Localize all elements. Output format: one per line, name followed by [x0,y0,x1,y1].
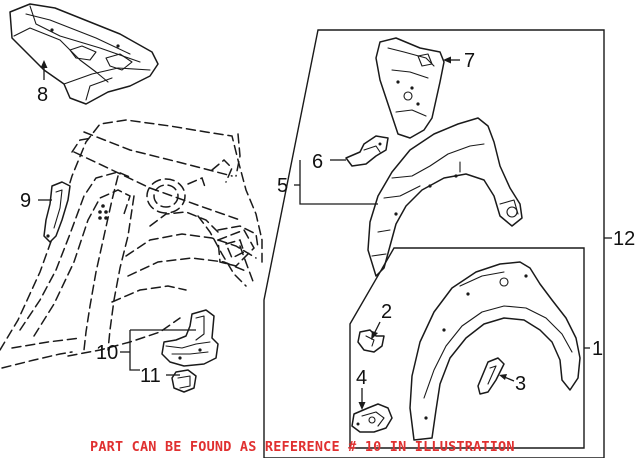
arrow-2 [371,331,378,340]
leader-10-bracket [129,330,140,371]
callout-12: 12 [613,228,635,250]
part-11-clip [171,369,197,393]
part-6-bracket [345,135,389,167]
group-1-outline [349,247,585,449]
leader-5-bracket [299,160,378,205]
part-10-quarter-extension [161,309,219,367]
reference-caption: PART CAN BE FOUND AS REFERENCE # 10 IN I… [90,439,515,455]
part-8-upper-back-panel [9,3,159,105]
part-4-bracket [351,403,393,433]
part-9-pillar-bracket [43,181,71,243]
part-3-seal [477,357,505,395]
arrow-8 [40,60,48,68]
quarter-panel-holes [98,204,108,220]
callout-1: 1 [592,338,603,360]
callout-6: 6 [312,151,323,173]
tail-lamp-opening [217,229,255,267]
callout-10: 10 [96,342,118,364]
callout-3: 3 [515,373,526,395]
part-2-clip [357,329,385,353]
quarter-panel-outline [0,119,263,369]
callout-2: 2 [381,301,392,323]
callout-7: 7 [464,50,475,72]
callout-11: 11 [140,365,161,387]
callout-8: 8 [37,84,48,106]
arrow-3 [499,374,507,380]
part-1-wheelhouse-liner [409,261,581,441]
part-7-reinforcement [375,37,445,139]
callout-9: 9 [20,190,31,212]
group-12-outline [263,29,605,458]
part-5-inner-wheelhouse [367,117,523,277]
arrow-7 [443,56,451,64]
arrow-4 [358,402,366,410]
fuel-door [146,178,186,214]
callout-4: 4 [356,367,367,389]
callout-5: 5 [277,175,288,197]
